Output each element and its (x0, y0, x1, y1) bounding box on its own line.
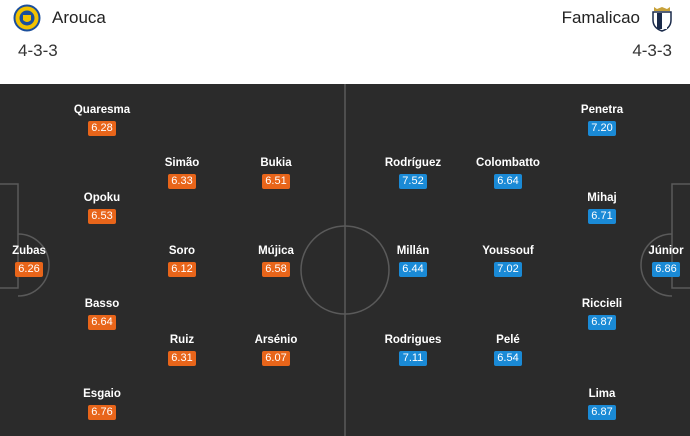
player-rating-badge: 6.51 (262, 174, 290, 189)
player-name: Riccieli (581, 298, 623, 310)
player-name: Penetra (580, 104, 624, 116)
home-player[interactable]: Bukia 6.51 (221, 156, 331, 189)
player-name: Bukia (260, 157, 292, 169)
home-player[interactable]: Basso 6.64 (47, 297, 157, 330)
player-name: Zubas (12, 245, 46, 257)
away-player[interactable]: Penetra 7.20 (547, 103, 657, 136)
player-name: Colombatto (476, 157, 540, 169)
home-player[interactable]: Zubas 6.26 (0, 244, 84, 277)
player-rating-badge: 7.11 (399, 351, 427, 366)
away-player[interactable]: Lima 6.87 (547, 387, 657, 420)
player-name: Youssouf (482, 245, 534, 257)
away-team-name[interactable]: Famalicao (561, 8, 640, 27)
home-player[interactable]: Soro 6.12 (127, 244, 237, 277)
pitch-lines (0, 84, 690, 436)
home-formation: 4-3-3 (18, 41, 58, 60)
player-name: Mújica (258, 245, 294, 257)
player-rating-badge: 6.28 (88, 121, 116, 136)
away-player[interactable]: Rodrigues 7.11 (358, 333, 468, 366)
player-rating-badge: 6.64 (494, 174, 522, 189)
away-player[interactable]: Millán 6.44 (358, 244, 468, 277)
home-team-name[interactable]: Arouca (52, 8, 106, 27)
player-name: Quaresma (73, 104, 131, 116)
away-player[interactable]: Riccieli 6.87 (547, 297, 657, 330)
player-name: Opoku (83, 192, 121, 204)
home-player[interactable]: Esgaio 6.76 (47, 387, 157, 420)
lineup-header: Arouca 4-3-3 Famalicao 4-3-3 (0, 0, 690, 84)
player-name: Mihaj (587, 192, 617, 204)
player-name: Lima (588, 388, 616, 400)
player-rating-badge: 6.44 (399, 262, 427, 277)
player-name: Pelé (496, 334, 520, 346)
home-player[interactable]: Quaresma 6.28 (47, 103, 157, 136)
player-name: Júnior (648, 245, 684, 257)
player-rating-badge: 7.20 (588, 121, 616, 136)
player-rating-badge: 6.86 (652, 262, 680, 277)
player-rating-badge: 6.64 (88, 315, 116, 330)
player-name: Ruiz (169, 334, 195, 346)
player-rating-badge: 6.76 (88, 405, 116, 420)
player-rating-badge: 7.52 (399, 174, 427, 189)
player-rating-badge: 6.87 (588, 315, 616, 330)
player-rating-badge: 6.26 (15, 262, 43, 277)
player-rating-badge: 6.31 (168, 351, 196, 366)
home-player[interactable]: Ruiz 6.31 (127, 333, 237, 366)
player-rating-badge: 6.58 (262, 262, 290, 277)
player-name: Arsénio (254, 334, 298, 346)
away-player[interactable]: Colombatto 6.64 (453, 156, 563, 189)
player-rating-badge: 6.87 (588, 405, 616, 420)
player-name: Rodríguez (384, 157, 442, 169)
away-player[interactable]: Youssouf 7.02 (453, 244, 563, 277)
player-name: Soro (168, 245, 196, 257)
player-name: Simão (164, 157, 200, 169)
home-player[interactable]: Mújica 6.58 (221, 244, 331, 277)
player-name: Basso (84, 298, 120, 310)
player-rating-badge: 6.12 (168, 262, 196, 277)
away-player[interactable]: Júnior 6.86 (611, 244, 690, 277)
home-player[interactable]: Simão 6.33 (127, 156, 237, 189)
away-player[interactable]: Pelé 6.54 (453, 333, 563, 366)
player-rating-badge: 7.02 (494, 262, 522, 277)
player-rating-badge: 6.54 (494, 351, 522, 366)
player-rating-badge: 6.53 (88, 209, 116, 224)
home-player[interactable]: Arsénio 6.07 (221, 333, 331, 366)
arouca-crest-icon[interactable] (13, 4, 41, 32)
player-rating-badge: 6.71 (588, 209, 616, 224)
famalicao-crest-icon[interactable] (648, 4, 676, 32)
away-player[interactable]: Mihaj 6.71 (547, 191, 657, 224)
player-name: Esgaio (83, 388, 121, 400)
away-formation: 4-3-3 (632, 41, 672, 60)
player-rating-badge: 6.33 (168, 174, 196, 189)
away-player[interactable]: Rodríguez 7.52 (358, 156, 468, 189)
player-name: Rodrigues (384, 334, 442, 346)
player-name: Millán (396, 245, 430, 257)
player-rating-badge: 6.07 (262, 351, 290, 366)
home-player[interactable]: Opoku 6.53 (47, 191, 157, 224)
